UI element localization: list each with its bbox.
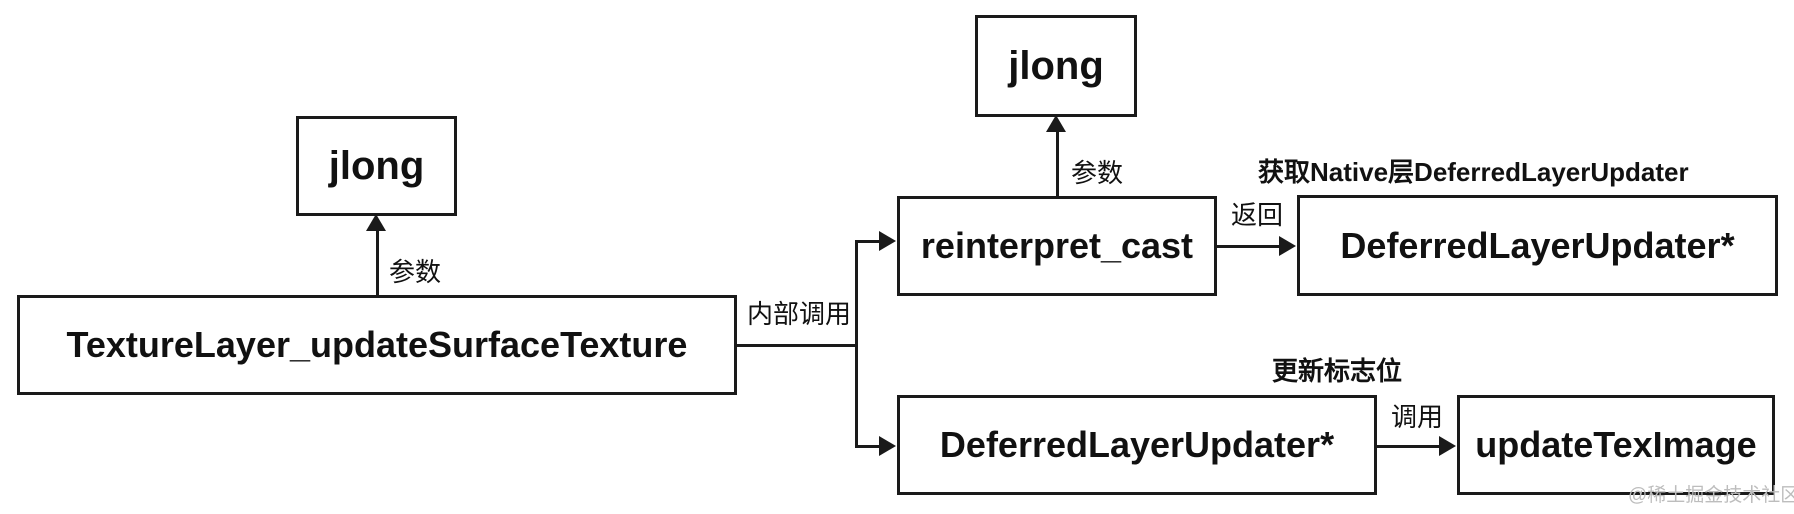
node-jlong-left-label: jlong (328, 143, 425, 188)
node-reinterpret-cast: reinterpret_cast (897, 196, 1217, 296)
node-reinterpret-cast-label: reinterpret_cast (920, 225, 1194, 266)
edge-return-label: 返回 (1231, 200, 1284, 230)
edge-param-left-label: 参数 (389, 257, 442, 287)
edge-internal-call-split-line (854, 240, 858, 447)
node-texture-layer-update-surface-texture: TextureLayer_updateSurfaceTexture (17, 295, 737, 395)
edge-to-deferred-bottom-arrowhead (879, 436, 896, 456)
node-update-tex-image: updateTexImage (1457, 395, 1775, 495)
node-jlong-top-label: jlong (1008, 43, 1104, 88)
edge-internal-call-trunk-line (737, 343, 857, 347)
node-deferred-layer-updater-bottom-label: DeferredLayerUpdater* (939, 424, 1335, 465)
edge-to-reinterpret-cast-arrowhead (879, 231, 896, 251)
edge-call-label: 调用 (1391, 402, 1444, 432)
edge-internal-call-label: 内部调用 (747, 299, 852, 329)
caption-update-flag: 更新标志位 (1272, 356, 1403, 386)
edge-return-line (1217, 244, 1281, 248)
watermark-juejin: @稀土掘金技术社区 (1628, 485, 1794, 506)
edge-param-left-arrowhead (366, 214, 386, 231)
node-jlong-left: jlong (296, 116, 457, 216)
edge-return-arrowhead (1279, 236, 1296, 256)
edge-param-top-arrowhead (1046, 115, 1066, 132)
node-jlong-top: jlong (975, 15, 1137, 117)
edge-call-arrowhead (1439, 436, 1456, 456)
node-deferred-layer-updater-right-label: DeferredLayerUpdater* (1340, 224, 1735, 266)
node-deferred-layer-updater-bottom: DeferredLayerUpdater* (897, 395, 1377, 495)
edge-param-top-line (1055, 131, 1059, 196)
node-update-tex-image-label: updateTexImage (1475, 424, 1757, 465)
caption-get-native-deferred-layer-updater: 获取Native层DeferredLayerUpdater (1258, 157, 1689, 187)
edge-call-line (1377, 444, 1441, 448)
node-deferred-layer-updater-right: DeferredLayerUpdater* (1297, 195, 1778, 296)
edge-to-reinterpret-cast-line (854, 239, 881, 243)
node-texture-layer-label: TextureLayer_updateSurfaceTexture (66, 324, 688, 365)
edge-to-deferred-bottom-line (854, 444, 881, 448)
edge-param-left-line (375, 230, 379, 295)
edge-param-top-label: 参数 (1071, 158, 1124, 188)
